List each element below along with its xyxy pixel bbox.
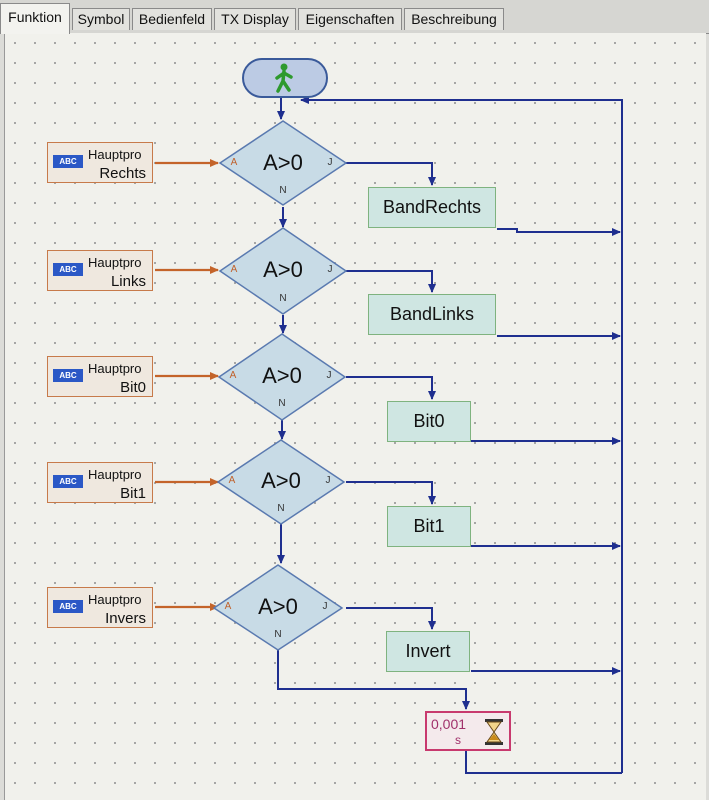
variable-block[interactable]: ABC Hauptpro Bit0 <box>47 356 153 397</box>
tab-bar: Funktion Symbol Bedienfeld TX Display Ei… <box>0 0 709 34</box>
port-label-a: A <box>230 264 238 275</box>
variable-title: Hauptpro <box>88 361 142 376</box>
yes-connector-2 <box>346 270 436 293</box>
decision-shape-2 <box>218 227 348 315</box>
variable-title: Hauptpro <box>88 467 142 482</box>
action-block[interactable]: Invert <box>386 631 470 672</box>
port-label-a: A <box>229 370 237 381</box>
tab-eigenschaften[interactable]: Eigenschaften <box>298 8 402 30</box>
yes-connector-5 <box>346 607 436 630</box>
flow-connections <box>155 96 623 774</box>
decision-shape-3 <box>217 333 347 421</box>
variable-block[interactable]: ABC Hauptpro Invers <box>47 587 153 628</box>
yes-connector-4 <box>346 481 436 505</box>
tab-bedienfeld[interactable]: Bedienfeld <box>132 8 212 30</box>
start-block[interactable] <box>242 58 328 98</box>
wait-timer-block[interactable]: 0,001 s <box>425 711 511 751</box>
tab-beschreibung[interactable]: Beschreibung <box>404 8 504 30</box>
abc-icon: ABC <box>53 369 83 382</box>
tab-symbol[interactable]: Symbol <box>72 8 130 30</box>
variable-name: Invers <box>105 610 146 627</box>
decision-label[interactable]: A>0 <box>262 363 302 388</box>
port-label-a: A <box>224 601 232 612</box>
action-block[interactable]: Bit0 <box>387 401 471 442</box>
yes-connector-3 <box>346 376 436 400</box>
decision-label[interactable]: A>0 <box>261 468 301 493</box>
no-connector-5 <box>277 650 470 710</box>
port-label-j: J <box>325 475 331 486</box>
port-label-n: N <box>279 185 287 196</box>
action-block[interactable]: BandRechts <box>368 187 496 228</box>
timer-unit: s <box>455 733 461 747</box>
port-label-n: N <box>279 293 287 304</box>
variable-name: Bit1 <box>120 485 146 502</box>
abc-icon: ABC <box>53 475 83 488</box>
decision-label[interactable]: A>0 <box>263 257 303 282</box>
walking-man-icon <box>275 63 293 93</box>
timer-output <box>465 751 622 774</box>
port-label-a: A <box>228 475 236 486</box>
variable-name: Links <box>110 273 146 290</box>
tab-funktion[interactable]: Funktion <box>0 3 70 34</box>
abc-icon: ABC <box>53 600 83 613</box>
variable-block[interactable]: ABC Hauptpro Bit1 <box>47 462 153 503</box>
decision-label[interactable]: A>0 <box>258 594 298 619</box>
hourglass-icon <box>485 719 503 745</box>
variable-block[interactable]: ABC Hauptpro Links <box>47 250 153 291</box>
abc-icon: ABC <box>53 155 83 168</box>
variable-block[interactable]: ABC Hauptpro Rechts <box>47 142 153 183</box>
tab-tx-display[interactable]: TX Display <box>214 8 296 30</box>
decision-shape-4 <box>216 439 346 525</box>
decision-shape-5 <box>212 564 344 651</box>
port-label-j: J <box>327 264 333 275</box>
port-label-n: N <box>278 398 286 409</box>
variable-name: Rechts <box>99 165 146 182</box>
port-label-j: J <box>327 157 333 168</box>
port-label-j: J <box>322 601 328 612</box>
timer-value: 0,001 <box>431 716 467 732</box>
abc-icon: ABC <box>53 263 83 276</box>
loop-back-line <box>300 96 623 773</box>
yes-connector-1 <box>346 162 436 186</box>
action-output-1 <box>497 228 621 236</box>
decision-label[interactable]: A>0 <box>263 150 303 175</box>
action-block[interactable]: BandLinks <box>368 294 496 335</box>
variable-title: Hauptpro <box>88 255 142 270</box>
decision-shape-1 <box>218 120 348 206</box>
port-label-a: A <box>230 157 238 168</box>
port-label-j: J <box>326 370 332 381</box>
flowchart-canvas[interactable]: ABC Hauptpro Rechts A A>0 J N BandRechts… <box>4 33 706 800</box>
variable-title: Hauptpro <box>88 147 142 162</box>
variable-title: Hauptpro <box>88 592 142 607</box>
action-block[interactable]: Bit1 <box>387 506 471 547</box>
port-label-n: N <box>274 629 282 640</box>
port-label-n: N <box>277 503 285 514</box>
variable-name: Bit0 <box>120 379 146 396</box>
